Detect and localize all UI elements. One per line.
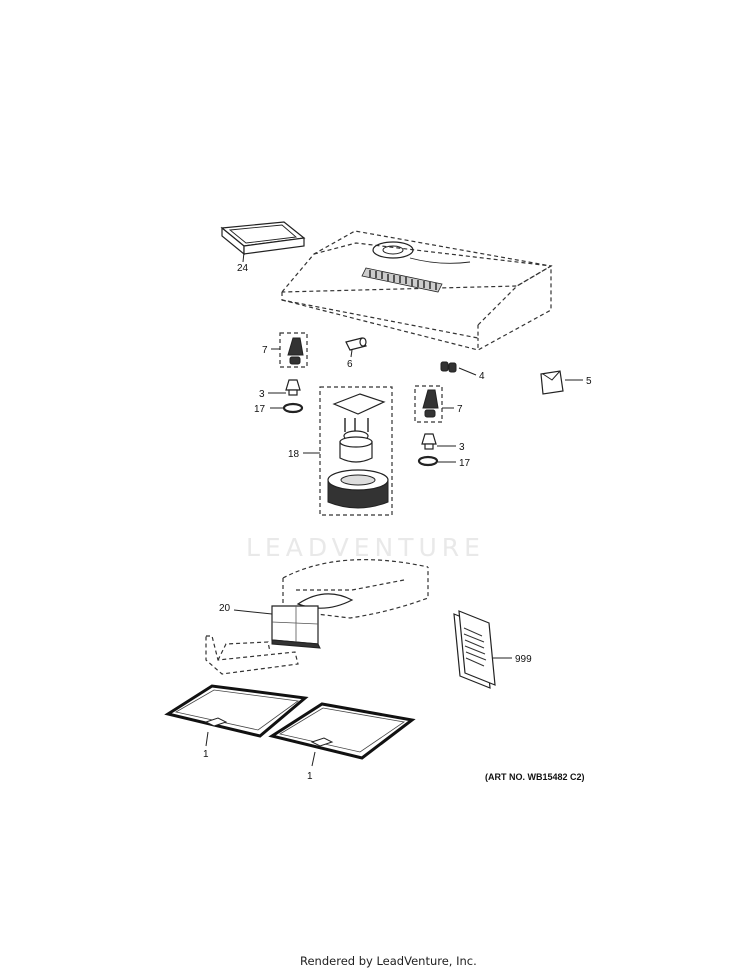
clip-part[interactable] [540,370,564,395]
callout-999[interactable]: 999 [515,654,532,665]
motor-assembly-part[interactable] [327,393,389,509]
watermark: LEADVENTURE [246,533,485,562]
callout-1-right[interactable]: 1 [307,771,313,782]
grease-filter-left[interactable] [164,684,309,738]
callout-6[interactable]: 6 [347,359,353,370]
damper-housing-part[interactable] [282,559,429,619]
knob-part-left[interactable] [285,379,301,396]
callout-5[interactable]: 5 [586,376,592,387]
art-number: (ART NO. WB15482 C2) [485,772,585,782]
grease-filter-right[interactable] [268,702,416,760]
callout-1-left[interactable]: 1 [203,749,209,760]
washer-part-left[interactable] [282,402,304,414]
callout-20[interactable]: 20 [219,603,231,614]
callout-24[interactable]: 24 [237,263,249,274]
duct-tray-part[interactable] [205,635,299,675]
callout-3-left[interactable]: 3 [259,389,265,400]
range-hood-body[interactable] [281,230,553,352]
manual-part[interactable] [453,610,496,689]
callout-17-left[interactable]: 17 [254,404,266,415]
socket-part[interactable] [345,337,367,351]
callout-3-right[interactable]: 3 [459,442,465,453]
callout-18[interactable]: 18 [288,449,300,460]
footer-credit: Rendered by LeadVenture, Inc. [300,954,477,968]
vent-cover-part[interactable] [220,221,306,256]
switch-part-left[interactable] [287,337,304,365]
callout-17-right[interactable]: 17 [459,458,471,469]
callout-7-left[interactable]: 7 [262,345,268,356]
washer-part-right[interactable] [417,455,439,467]
switch-part-right[interactable] [422,389,439,418]
callout-4[interactable]: 4 [479,371,485,382]
bracket-part[interactable] [440,361,457,373]
callout-7-right[interactable]: 7 [457,404,463,415]
knob-part-right[interactable] [421,433,437,450]
damper-part[interactable] [271,605,321,649]
